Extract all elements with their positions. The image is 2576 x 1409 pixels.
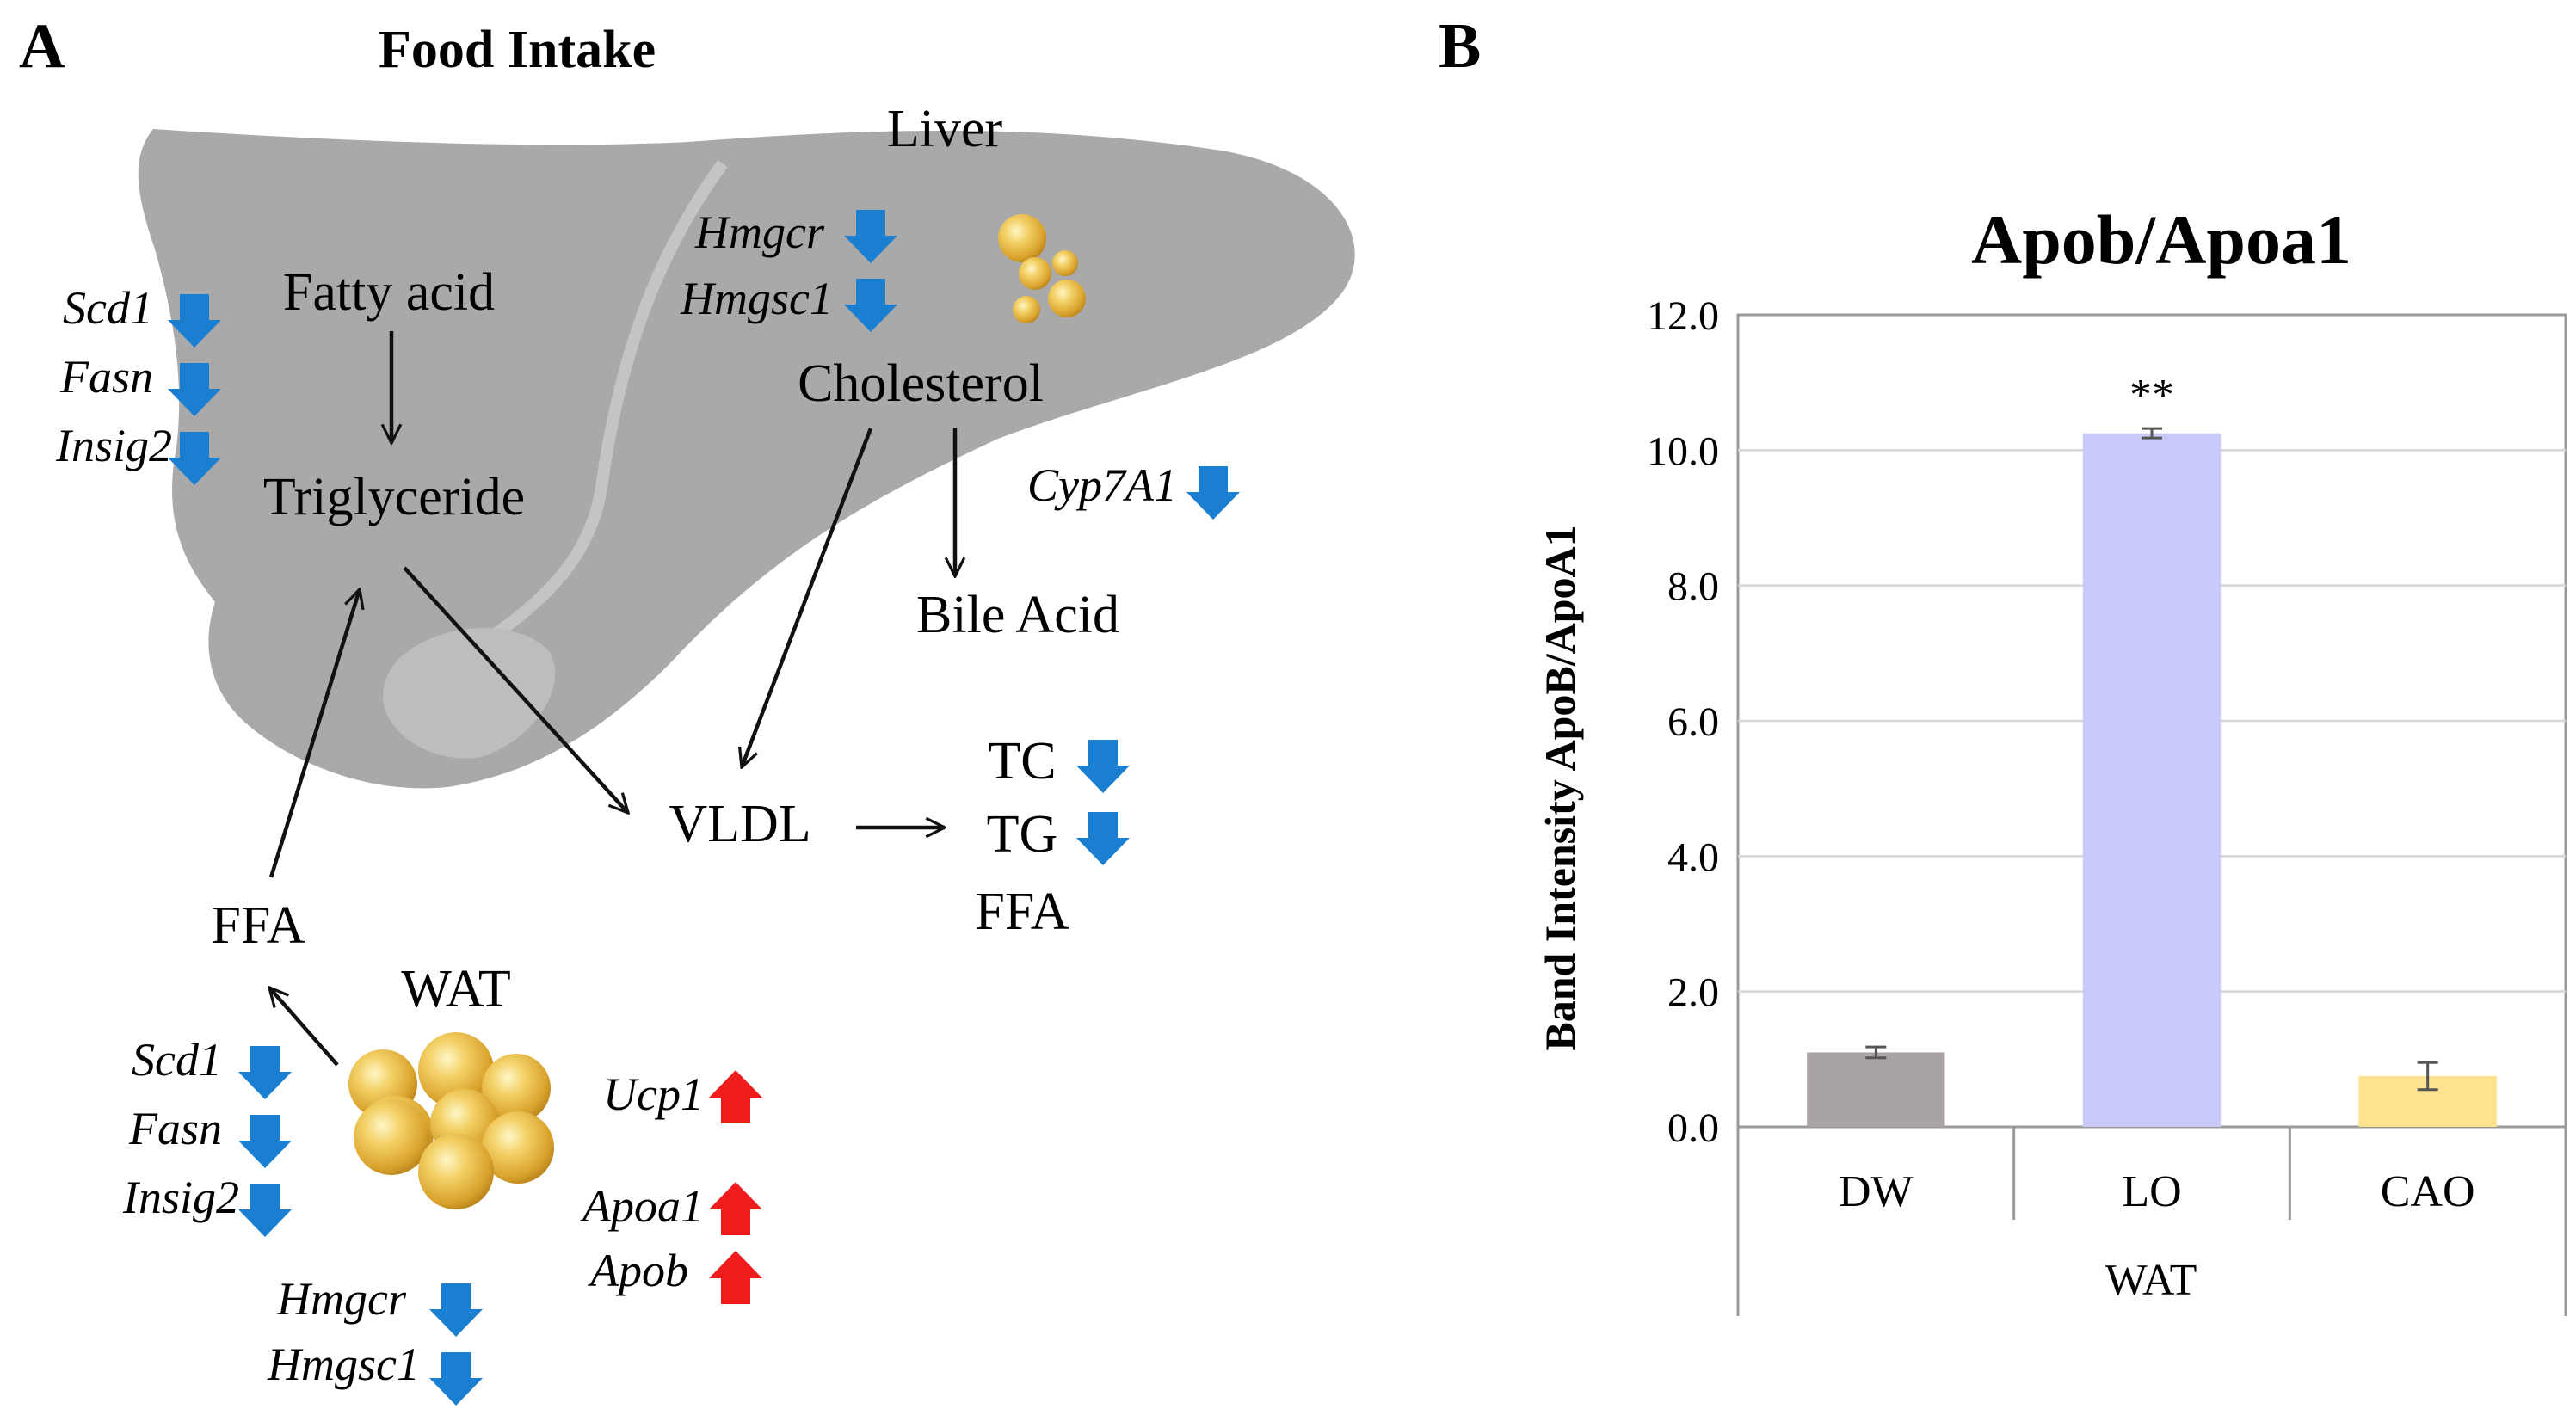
x-category-label: CAO [2381,1167,2475,1216]
cholesterol-label: Cholesterol [798,354,1044,413]
gene-wat-hmgsc1: Hmgsc1 [267,1338,420,1390]
tg-label: TG [987,805,1058,864]
arrow-tg-to-vldl [403,566,628,813]
x-category-label: LO [2122,1167,2181,1216]
ffa-left-label: FFA [211,896,305,955]
gene-wat-fasn: Fasn [128,1103,222,1154]
gene-liver-fasn: Fasn [59,351,153,403]
pathway-arrows [268,331,955,1067]
panel-a: A Food Intake Liver Fatty acid Triglycer… [19,11,1355,1406]
down-arrow-icon [238,1184,292,1237]
y-tick-label: 10.0 [1647,428,1719,474]
panel-b: B Apob/Apoa1 Band Intensity ApoB/ApoA1 0… [1439,11,2567,1316]
x-axis-label: WAT [2105,1256,2197,1305]
down-arrow-icon [429,1283,483,1337]
down-arrow-icon [238,1115,292,1168]
triglyceride-label: Triglyceride [263,468,525,526]
x-category-label: DW [1839,1167,1914,1216]
liver-lobe-line [461,159,728,660]
y-tick-label: 8.0 [1667,564,1719,610]
down-arrow-icon [1076,740,1130,793]
chart-title: Apob/Apoa1 [1971,200,2351,279]
gene-wat-apob: Apob [588,1245,688,1296]
significance-marker: ** [2129,371,2174,420]
liver-lower-lobe [383,628,556,759]
gene-liver-hmgcr: Hmgcr [694,206,825,258]
panel-b-label: B [1439,11,1481,82]
fatty-acid-label: Fatty acid [283,263,495,322]
gene-wat-ucp1: Ucp1 [603,1068,704,1120]
tc-label: TC [988,732,1056,791]
wat-adipocyte-cluster [348,1032,554,1209]
gene-labels: Scd1 Fasn Insig2 Hmgcr Hmgsc1 Cyp7A1 Scd… [55,206,1177,1390]
gene-wat-insig2: Insig2 [122,1172,239,1223]
vldl-label: VLDL [669,795,810,853]
panel-a-label: A [19,11,65,82]
down-arrow-icon [238,1046,292,1099]
bar-lo [2082,433,2222,1128]
down-arrow-icon [1076,812,1130,865]
arrow-ffa-to-tg [268,589,360,878]
y-tick-label: 0.0 [1667,1105,1719,1151]
gene-liver-hmgsc1: Hmgsc1 [680,273,833,324]
wat-label: WAT [401,960,510,1018]
down-arrow-icon [1186,466,1240,520]
bar-dw [1807,1052,1945,1127]
y-tick-label: 2.0 [1667,970,1719,1016]
up-arrow-icon [709,1251,762,1304]
y-tick-labels: 0.0 2.0 4.0 6.0 8.0 10.0 12.0 [1647,293,1719,1151]
y-tick-label: 4.0 [1667,834,1719,880]
up-arrow-icon [709,1182,762,1235]
arrow-chol-to-vldl [742,428,873,767]
gene-liver-cyp7a1: Cyp7A1 [1027,459,1177,511]
bars: ** [1807,371,2497,1128]
arrow-wat-to-ffa [269,988,339,1067]
ffa-serum-label: FFA [975,883,1069,941]
food-intake-title: Food Intake [379,21,656,79]
gene-wat-hmgcr: Hmgcr [276,1273,407,1325]
gene-liver-insig2: Insig2 [55,420,172,471]
liver-lipid-droplets [998,214,1086,323]
gene-liver-scd1: Scd1 [63,282,153,334]
down-arrow-icon [429,1352,483,1406]
y-tick-label: 6.0 [1667,699,1719,745]
bile-acid-label: Bile Acid [916,586,1119,644]
gene-wat-apoa1: Apoa1 [580,1180,704,1232]
x-category-labels: DW LO CAO [1736,1127,2567,1316]
y-tick-label: 12.0 [1647,293,1719,339]
liver-label: Liver [887,100,1003,158]
gene-wat-scd1: Scd1 [132,1034,222,1086]
y-axis-label: Band Intensity ApoB/ApoA1 [1536,525,1584,1050]
up-arrow-icon [709,1070,762,1123]
